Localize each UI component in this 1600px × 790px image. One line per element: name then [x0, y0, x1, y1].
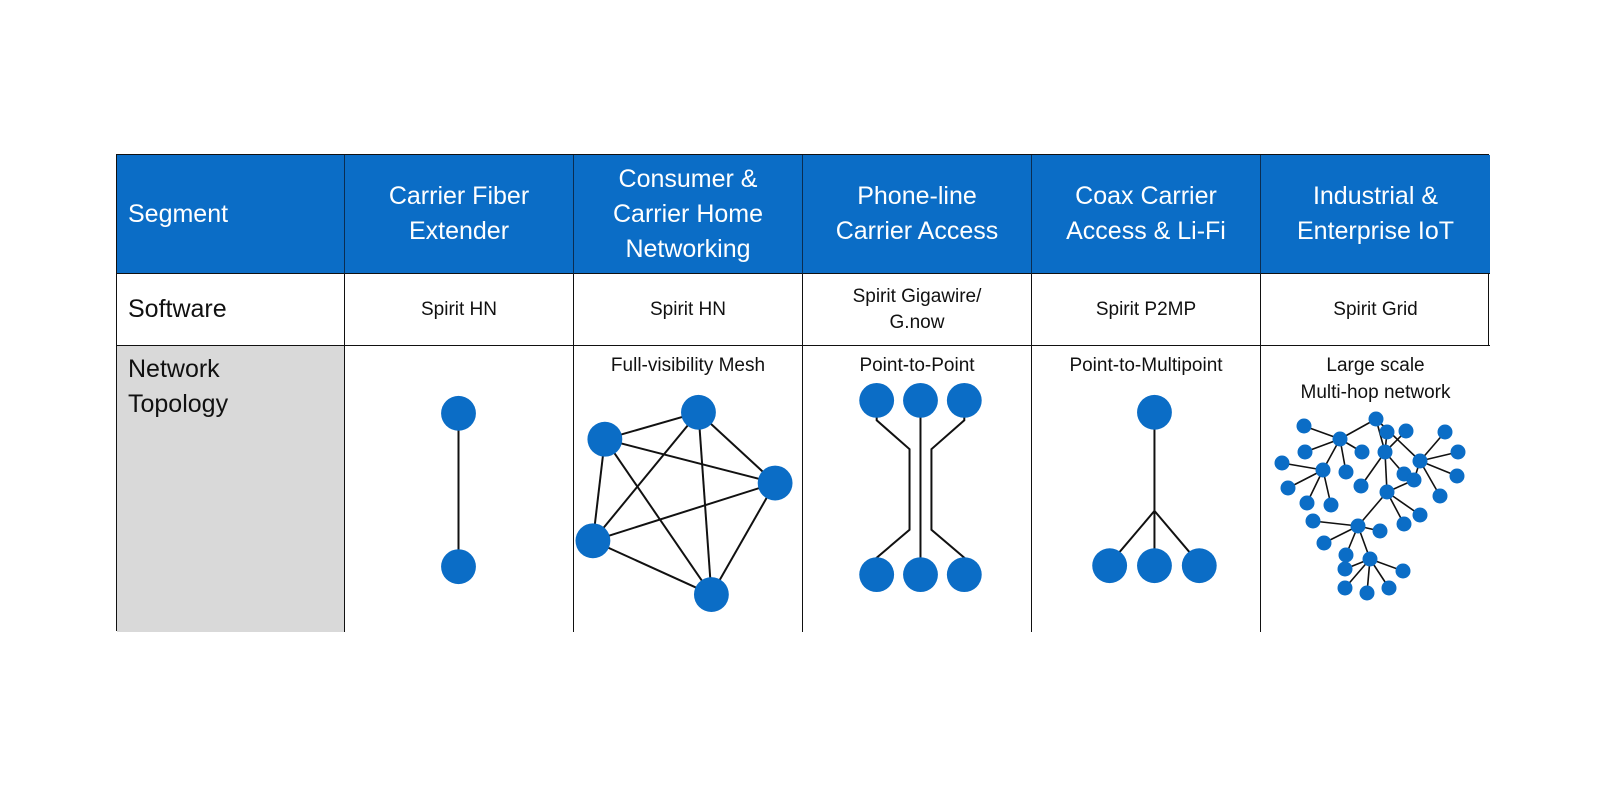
row-label-network-topology: Network Topology — [117, 346, 345, 632]
topology-caption: Point-to-Multipoint — [1069, 355, 1223, 376]
topology-node — [1337, 561, 1353, 577]
topology-node — [1332, 431, 1348, 447]
multi-hop-network-diagram — [1274, 411, 1466, 601]
topology-node — [1398, 423, 1414, 439]
topology-node — [1296, 418, 1312, 434]
topology-node — [1359, 585, 1375, 601]
topology-node — [1406, 472, 1422, 488]
topology-node — [1432, 488, 1448, 504]
topology-node — [903, 557, 938, 593]
line-topology-diagram — [441, 395, 476, 585]
topology-node — [1381, 580, 1397, 596]
topology-cell-point-to-point: Point-to-Point — [803, 346, 1032, 632]
topology-node — [1450, 444, 1466, 460]
topology-node — [1372, 523, 1388, 539]
topology-node — [441, 549, 476, 585]
topology-node — [1353, 478, 1369, 494]
topology-node — [1437, 424, 1453, 440]
topology-node — [946, 557, 982, 593]
point-to-point-diagram — [859, 382, 982, 593]
topology-node — [946, 382, 982, 418]
topology-node — [1412, 507, 1428, 523]
topology-node — [1181, 548, 1217, 584]
mesh-topology-diagram — [575, 394, 793, 612]
topology-node — [1315, 462, 1331, 478]
software-cell: Spirit Gigawire/ G.now — [803, 274, 1032, 346]
topology-node — [1368, 411, 1384, 427]
topology-node — [1338, 547, 1354, 563]
software-cell: Spirit HN — [574, 274, 803, 346]
topology-node — [1449, 468, 1465, 484]
topology-node — [575, 523, 611, 559]
topology-caption: Point-to-Point — [859, 355, 975, 376]
topology-node — [1274, 455, 1290, 471]
row-label-software: Software — [117, 274, 345, 346]
topology-node — [1299, 495, 1315, 511]
topology-node — [1337, 580, 1353, 596]
header-segment: Segment — [117, 155, 345, 274]
header-phone-line-carrier-access: Phone-line Carrier Access — [803, 155, 1032, 274]
topology-node — [1280, 480, 1296, 496]
header-carrier-fiber-extender: Carrier Fiber Extender — [345, 155, 574, 274]
topology-node — [1350, 518, 1366, 534]
topology-node — [1297, 444, 1313, 460]
topology-node — [1396, 516, 1412, 532]
topology-node — [693, 577, 729, 612]
topology-node — [1379, 424, 1395, 440]
topology-cell-multi-hop: Large scale Multi-hop network — [1261, 346, 1490, 632]
topology-node — [1395, 563, 1411, 579]
topology-node — [1092, 548, 1128, 584]
topology-node — [1377, 444, 1393, 460]
segment-table: Segment Carrier Fiber Extender Consumer … — [116, 154, 1490, 632]
topology-node — [757, 465, 793, 501]
software-cell: Spirit HN — [345, 274, 574, 346]
topology-node — [1323, 497, 1339, 513]
topology-caption: Large scale Multi-hop network — [1300, 355, 1451, 403]
topology-node — [1305, 513, 1321, 529]
header-consumer-home-networking: Consumer & Carrier Home Networking — [574, 155, 803, 274]
topology-cell-line — [345, 346, 574, 632]
topology-node — [1316, 535, 1332, 551]
header-industrial-iot: Industrial & Enterprise IoT — [1261, 155, 1490, 274]
topology-node — [681, 394, 716, 430]
topology-node — [1354, 444, 1370, 460]
topology-node — [903, 382, 938, 418]
topology-node — [1137, 548, 1172, 584]
topology-node — [1137, 394, 1172, 430]
topology-node — [587, 421, 623, 457]
software-cell: Spirit Grid — [1261, 274, 1490, 346]
topology-cell-point-to-multipoint: Point-to-Multipoint — [1032, 346, 1261, 632]
topology-cell-mesh: Full-visibility Mesh — [574, 346, 803, 632]
topology-node — [1412, 453, 1428, 469]
topology-node — [1338, 464, 1354, 480]
topology-node — [859, 557, 895, 593]
header-coax-carrier-access: Coax Carrier Access & Li-Fi — [1032, 155, 1261, 274]
topology-node — [1362, 551, 1378, 567]
topology-node — [859, 382, 895, 418]
topology-caption: Full-visibility Mesh — [610, 355, 766, 376]
point-to-multipoint-diagram — [1092, 394, 1217, 584]
topology-node — [441, 395, 476, 431]
topology-node — [1379, 484, 1395, 500]
software-cell: Spirit P2MP — [1032, 274, 1261, 346]
